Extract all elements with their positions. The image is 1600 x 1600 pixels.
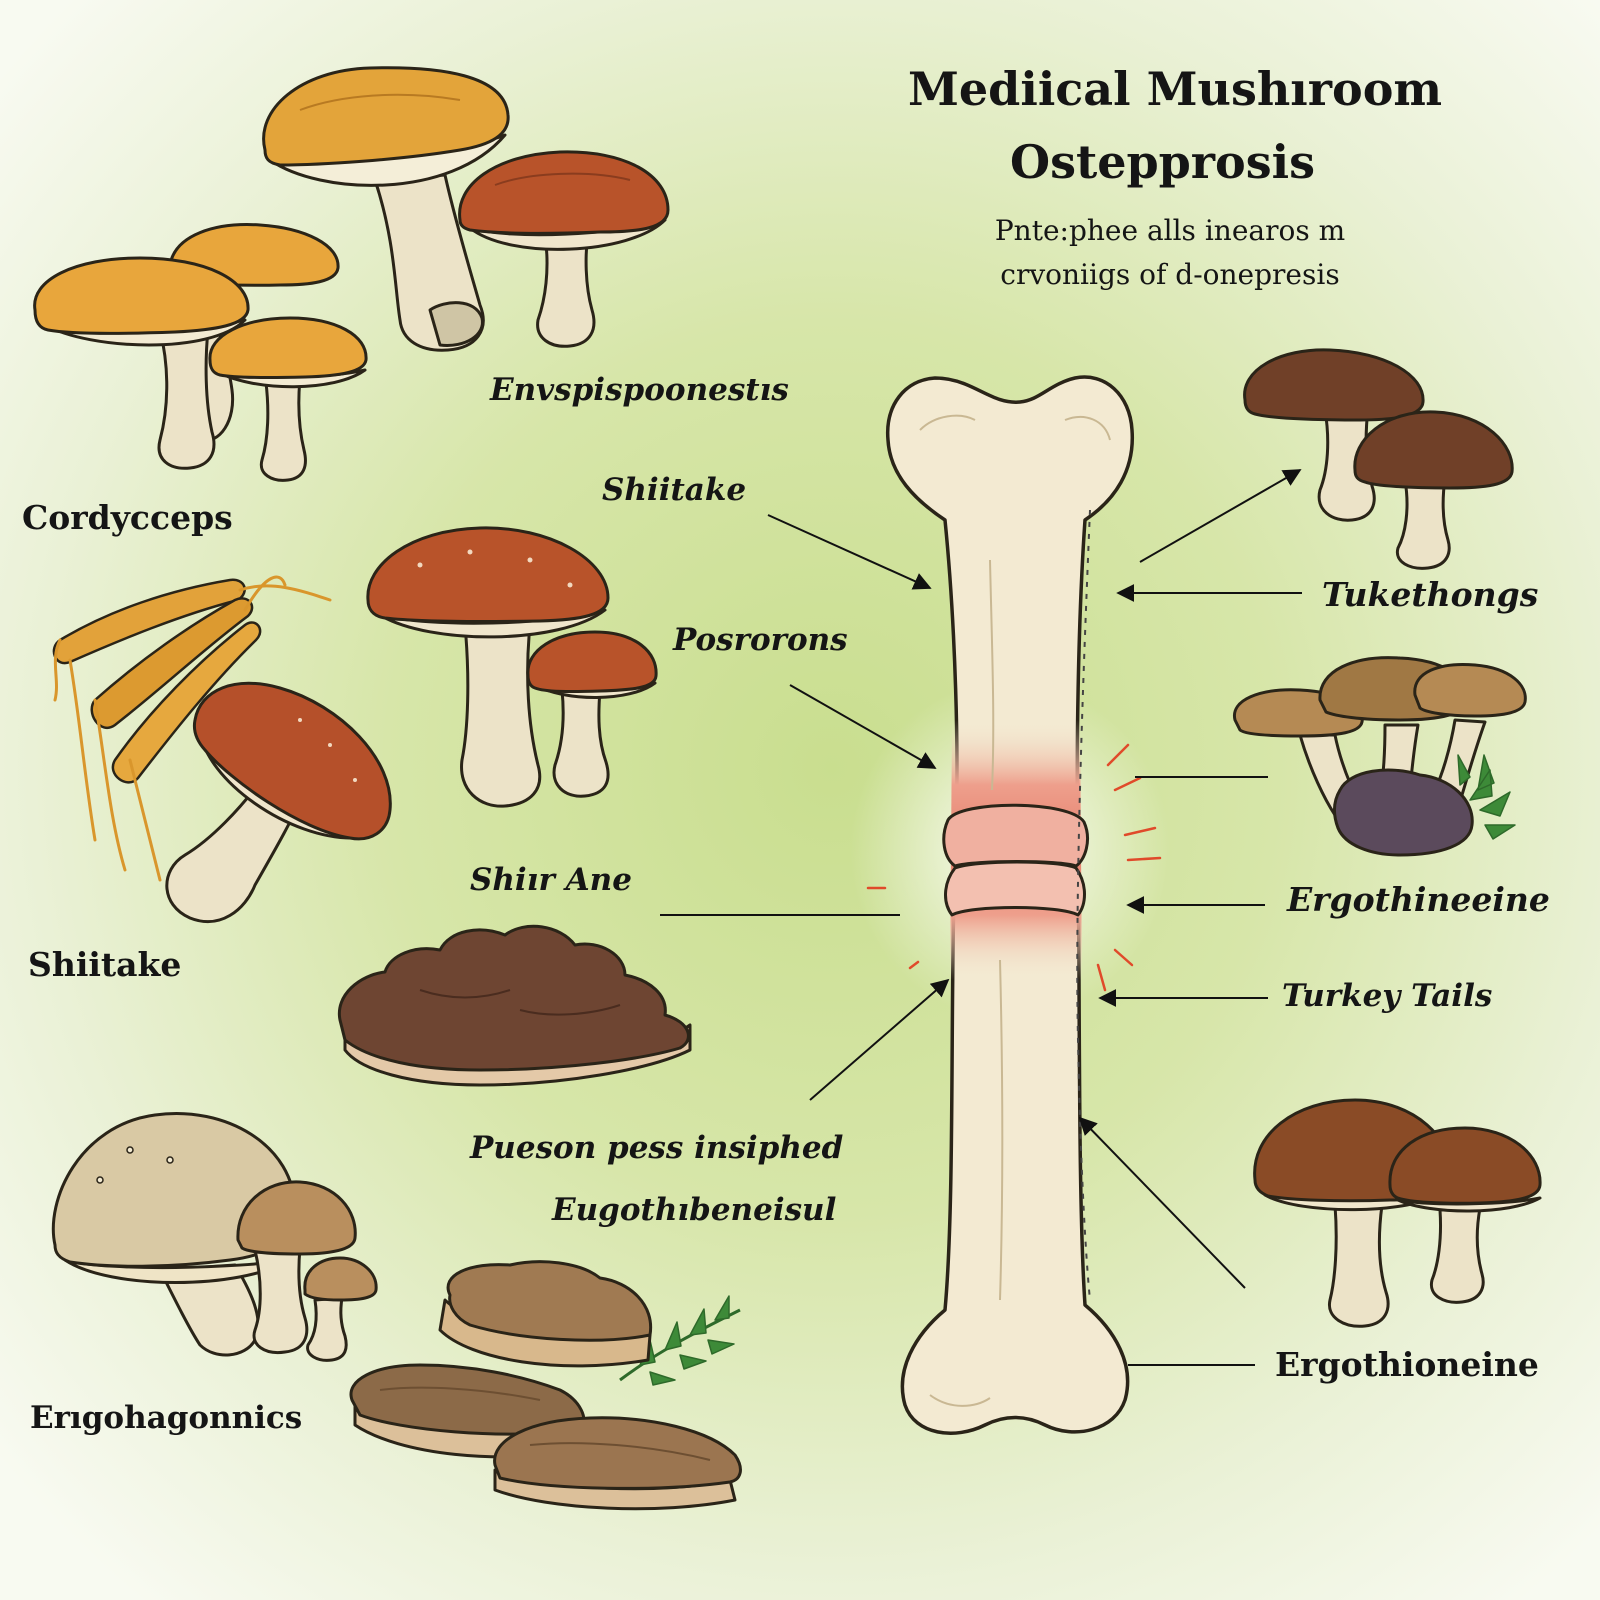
subtitle-line-1: Pnte:phee alls inearos m: [994, 214, 1346, 247]
label-tukethongs: Tukethongs: [1322, 575, 1539, 614]
label-pueson: Pueson pess insiphed: [470, 1130, 844, 1166]
label-enspis: Envspispoonestıs: [490, 372, 789, 408]
title-line-1: Mediical Mushıroom: [908, 62, 1443, 116]
golden-mushroom-large: [262, 66, 510, 352]
subtitle: Pnte:phee alls inearos m crvoniigs of d-…: [960, 214, 1380, 304]
label-shiitake-left: Shiitake: [28, 945, 182, 984]
subtitle-line-2: crvoniigs of d-onepresis: [1000, 258, 1340, 291]
title-line-2: Ostepprosis: [1010, 135, 1315, 189]
femur-bone: [886, 375, 1135, 1435]
orange-mushroom-cluster: [33, 223, 368, 482]
label-ergothioneine: Ergothioneine: [1275, 1345, 1539, 1384]
label-ergothineeine: Ergothineeine: [1287, 880, 1550, 919]
dried-mushroom-pieces: [337, 924, 692, 1087]
brown-mushroom-pair-right-top: [1243, 348, 1514, 570]
label-eugoth: Eugothıbeneisul: [552, 1192, 837, 1228]
label-shirane: Shiır Ane: [470, 862, 632, 898]
inflammation-sparks: [866, 743, 1162, 992]
brown-mushroom-pair-right-bottom: [1253, 1098, 1542, 1328]
shiitake-mushroom-mid: [366, 526, 658, 808]
bone-outline-dash: [1076, 509, 1091, 1301]
turkey-tail-shelves: [349, 1260, 742, 1511]
leader-lines: [660, 469, 1302, 1366]
label-turkey-tails: Turkey Tails: [1282, 978, 1493, 1014]
label-ergohagonnics: Erıgohagonnics: [30, 1400, 303, 1436]
label-posrorons: Posrorons: [673, 622, 848, 658]
label-shiitake-mid: Shiitake: [602, 472, 747, 508]
brown-mushroom-top: [458, 150, 670, 348]
label-cordyceps: Cordycceps: [22, 498, 233, 537]
cordyceps-roots: [52, 575, 332, 882]
shiitake-mushroom-left: [165, 681, 392, 924]
cream-mushroom-cluster: [51, 1112, 378, 1362]
mushroom-cluster-right-mid: [1233, 656, 1527, 857]
